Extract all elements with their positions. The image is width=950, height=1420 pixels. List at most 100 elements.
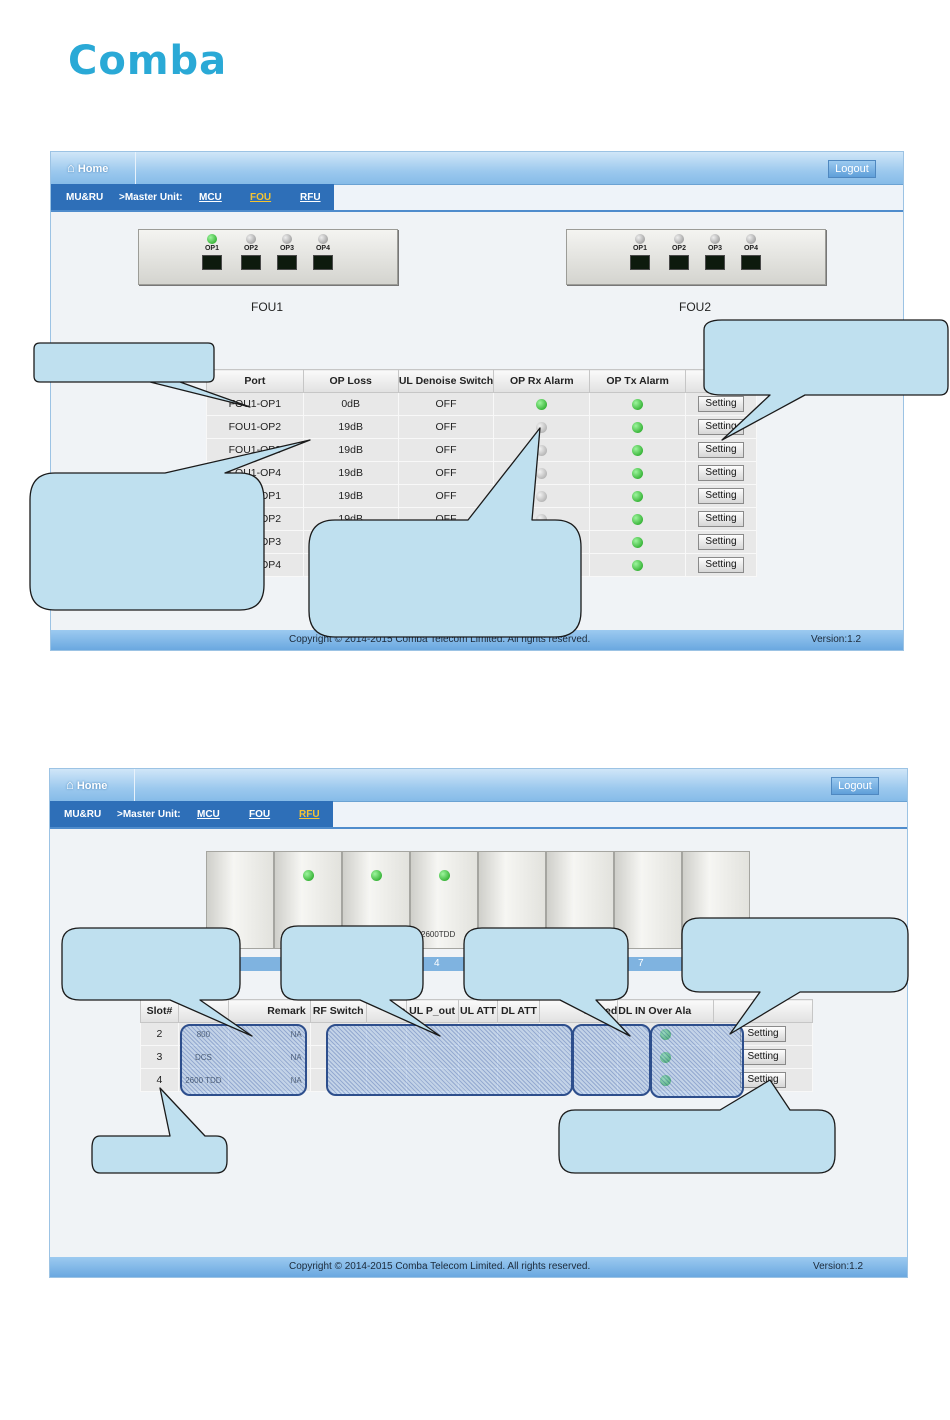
rx-alarm-led-icon — [536, 490, 548, 502]
menu-master-unit: >Master Unit: — [119, 192, 183, 203]
fou1-op1-led-icon — [207, 234, 217, 244]
col-op-rx-alarm: OP Rx Alarm — [493, 369, 591, 393]
menu-mcu-link[interactable]: MCU — [197, 809, 220, 820]
slot-number-7: 7 — [638, 958, 644, 969]
callout-setting — [703, 319, 949, 441]
fou2-op3-led-icon — [710, 234, 720, 244]
tx-alarm-cell — [589, 507, 687, 531]
callout-port — [33, 342, 251, 408]
callout-setting-rfu — [558, 1079, 836, 1174]
tx-alarm-led-icon — [632, 467, 644, 479]
callout-dl-alarm — [681, 917, 909, 1035]
tx-alarm-led-icon — [632, 559, 644, 571]
menu-rfu-link[interactable]: RFU — [299, 809, 320, 820]
menu-rfu-link[interactable]: RFU — [300, 192, 321, 203]
fou1-op3[interactable]: OP3 — [276, 234, 298, 270]
tx-alarm-led-icon — [632, 536, 644, 548]
col-ul-att: UL ATT — [457, 999, 499, 1023]
fou1-label: FOU1 — [250, 300, 283, 314]
tx-alarm-cell — [589, 438, 687, 462]
action-cell: Setting — [685, 461, 757, 485]
fou1-op2-led-icon — [246, 234, 256, 244]
copyright-text: Copyright © 2014-2015 Comba Telecom Limi… — [289, 1261, 591, 1272]
col-ul-denoise: UL Denoise Switch — [397, 369, 495, 393]
fou1-op2[interactable]: OP2 — [240, 234, 262, 270]
col-dl-in-over-alarm: DL IN Over Ala — [617, 999, 715, 1023]
comba-logo: Comba — [68, 38, 228, 84]
setting-button[interactable]: Setting — [698, 511, 744, 527]
tx-alarm-cell — [589, 484, 687, 508]
version-text: Version:1.2 — [813, 1261, 864, 1272]
op-loss-cell: 19dB — [302, 438, 399, 462]
rfu-slot[interactable] — [614, 851, 682, 949]
fou2-label: FOU2 — [678, 300, 711, 314]
menu-mu-ru[interactable]: MU&RU — [66, 192, 104, 203]
fou2-op1[interactable]: OP1 — [629, 234, 651, 270]
fou2-op3[interactable]: OP3 — [704, 234, 726, 270]
fou1-op2-port — [241, 255, 261, 270]
setting-button[interactable]: Setting — [740, 1026, 787, 1042]
op-loss-cell: 19dB — [302, 484, 399, 508]
col-remark: Remark — [227, 999, 311, 1023]
menu-fou-link[interactable]: FOU — [250, 192, 272, 203]
fou1-op1[interactable]: OP1 — [201, 234, 223, 270]
action-cell: Setting — [685, 484, 757, 508]
fou2-op2[interactable]: OP2 — [668, 234, 690, 270]
menu-underline — [51, 210, 903, 212]
tx-alarm-cell — [589, 461, 687, 485]
fou1-op1-port — [202, 255, 222, 270]
menu-underline — [50, 827, 907, 829]
menu-bar: MU&RU >Master Unit: MCU FOU RFU — [50, 801, 333, 827]
slot-led-icon — [439, 870, 450, 881]
rx-alarm-led-icon — [536, 398, 548, 410]
action-cell: Setting — [685, 507, 757, 531]
rx-alarm-cell — [493, 438, 591, 462]
logout-button[interactable]: Logout — [831, 777, 879, 795]
fou2-op4[interactable]: OP4 — [740, 234, 762, 270]
menu-mu-ru[interactable]: MU&RU — [64, 809, 102, 820]
tx-alarm-led-icon — [632, 398, 644, 410]
action-cell: Setting — [685, 392, 757, 416]
tx-alarm-led-icon — [632, 513, 644, 525]
fou1-op4[interactable]: OP4 — [312, 234, 334, 270]
menu-master-unit: >Master Unit: — [117, 809, 181, 820]
denoise-cell: OFF — [397, 438, 495, 462]
fou1-op3-led-icon — [282, 234, 292, 244]
callout-rx-alarm — [308, 427, 582, 638]
callout-slot — [91, 1087, 228, 1174]
denoise-cell: OFF — [397, 461, 495, 485]
setting-button[interactable]: Setting — [698, 396, 744, 412]
slot-cell: 2 — [140, 1022, 179, 1046]
setting-button[interactable]: Setting — [740, 1049, 787, 1065]
fou2-panel: OP1 OP2 OP3 OP4 — [566, 229, 826, 285]
tx-alarm-cell — [589, 530, 687, 554]
home-link[interactable]: ⌂Home — [67, 160, 109, 175]
denoise-cell: OFF — [397, 484, 495, 508]
footer: Copyright © 2014-2015 Comba Telecom Limi… — [51, 630, 903, 650]
port-cell: FOU1-OP2 — [206, 415, 304, 439]
setting-button[interactable]: Setting — [698, 534, 744, 550]
highlight-band-remark — [180, 1024, 307, 1096]
copyright-text: Copyright © 2014-2015 Comba Telecom Limi… — [289, 634, 591, 645]
home-link[interactable]: ⌂Home — [66, 777, 108, 792]
top-bar: ⌂Home Logout — [50, 769, 907, 802]
menu-fou-link[interactable]: FOU — [249, 809, 271, 820]
setting-button[interactable]: Setting — [698, 465, 744, 481]
setting-button[interactable]: Setting — [698, 488, 744, 504]
fou2-op2-port — [669, 255, 689, 270]
menu-mcu-link[interactable]: MCU — [199, 192, 222, 203]
slot-cell: 3 — [140, 1045, 179, 1069]
slot-led-icon — [371, 870, 382, 881]
logout-button[interactable]: Logout — [828, 160, 876, 178]
callout-band-remark — [61, 927, 253, 1037]
version-text: Version:1.2 — [811, 634, 862, 645]
tx-alarm-led-icon — [632, 421, 644, 433]
fou1-op4-port — [313, 255, 333, 270]
setting-button[interactable]: Setting — [698, 557, 744, 573]
tx-alarm-led-icon — [632, 490, 644, 502]
setting-button[interactable]: Setting — [698, 442, 744, 458]
rx-alarm-led-icon — [536, 467, 548, 479]
rx-alarm-led-icon — [536, 421, 548, 433]
